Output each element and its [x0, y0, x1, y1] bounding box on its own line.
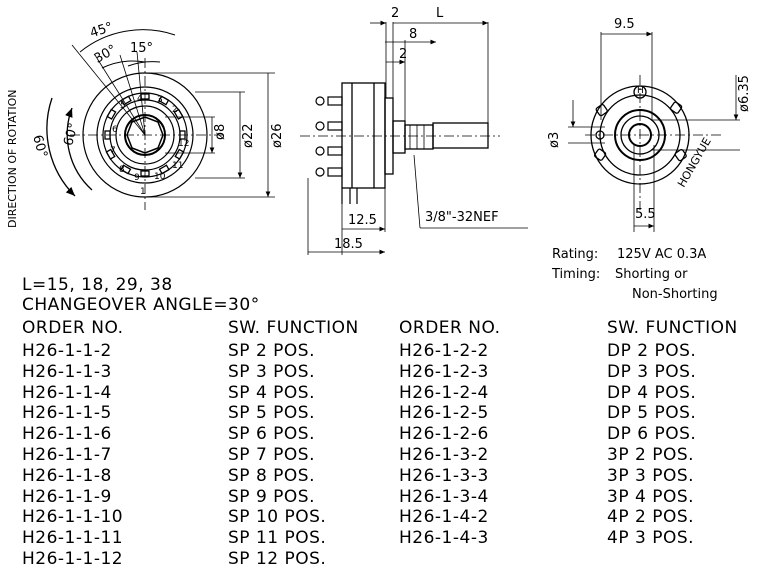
dim-dia-26: ø26: [270, 123, 285, 149]
side-view: [300, 20, 528, 255]
order-number-cell: H26-1-1-5: [22, 403, 112, 424]
header-order-no-left: ORDER NO.: [22, 318, 124, 338]
dim-12-5: 12.5: [348, 213, 377, 228]
timing-value-1: Shorting or: [615, 267, 688, 282]
dim-dia-6-35: ø6.35: [737, 75, 752, 112]
position-label-4: 4: [137, 94, 143, 104]
dim-2-mid: 2: [399, 47, 408, 62]
position-label-2: 2: [172, 105, 178, 115]
switch-function-cell: SP 9 POS.: [228, 486, 315, 507]
order-number-cell: H26-1-1-7: [22, 444, 112, 465]
thread-label: 3/8"-32NEF: [425, 210, 499, 225]
header-order-no-right: ORDER NO.: [399, 318, 501, 338]
left-function-column: SP 2 POS.SP 3 POS.SP 4 POS.SP 5 POS.SP 6…: [228, 341, 326, 570]
position-label-7: 7: [110, 146, 116, 156]
switch-function-cell: SP 11 POS.: [228, 528, 327, 549]
order-number-cell: H26-1-1-4: [22, 382, 112, 403]
switch-function-cell: SP 4 POS.: [228, 382, 315, 403]
logo-icon: H: [637, 86, 644, 96]
switch-function-cell: SP 8 POS.: [228, 465, 315, 486]
lengths-note: L=15, 18, 29, 38: [22, 275, 173, 295]
switch-function-cell: 4P 3 POS.: [607, 528, 695, 549]
dim-dia-8: ø8: [213, 123, 228, 140]
header-sw-function-left: SW. FUNCTION: [228, 318, 359, 338]
position-label-1: 1: [140, 187, 146, 197]
order-number-cell: H26-1-2-5: [399, 403, 489, 424]
order-number-cell: H26-1-3-4: [399, 486, 489, 507]
switch-function-cell: SP 10 POS.: [228, 507, 327, 528]
switch-function-cell: SP 12 POS.: [228, 548, 327, 569]
position-label-10: 10: [154, 172, 166, 182]
position-label-8: 8: [119, 165, 125, 175]
order-number-cell: H26-1-4-3: [399, 528, 489, 549]
right-function-column: DP 2 POS.DP 3 POS.DP 4 POS.DP 5 POS.DP 6…: [607, 341, 696, 549]
switch-function-cell: SP 7 POS.: [228, 444, 315, 465]
rear-view: [568, 31, 740, 232]
order-number-cell: H26-1-3-3: [399, 465, 489, 486]
order-number-cell: H26-1-2-3: [399, 361, 489, 382]
position-label-12: 12: [178, 139, 190, 149]
position-label-9: 9: [134, 173, 140, 183]
dim-dia-3: ø3: [547, 131, 562, 148]
switch-function-cell: SP 5 POS.: [228, 403, 315, 424]
order-number-cell: H26-1-1-8: [22, 465, 112, 486]
order-number-cell: H26-1-1-2: [22, 341, 112, 361]
order-number-cell: H26-1-4-2: [399, 507, 489, 528]
dim-8: 8: [409, 27, 418, 42]
position-label-11: 11: [172, 161, 184, 171]
dim-dia-22: ø22: [241, 123, 256, 149]
switch-function-cell: DP 4 POS.: [607, 382, 697, 403]
rating-label: Rating:: [552, 247, 599, 262]
order-number-cell: H26-1-1-6: [22, 424, 112, 445]
switch-function-cell: 3P 3 POS.: [607, 465, 695, 486]
switch-function-cell: SP 2 POS.: [228, 341, 315, 361]
front-view: [46, 29, 275, 210]
order-number-cell: H26-1-2-6: [399, 424, 489, 445]
switch-function-cell: SP 6 POS.: [228, 424, 315, 445]
dim-2-top: 2: [391, 6, 400, 21]
rotation-direction-label: DIRECTION OF ROTATION: [6, 89, 19, 228]
dim-5-5: 5.5: [635, 207, 656, 222]
order-number-cell: H26-1-1-10: [22, 507, 124, 528]
order-number-cell: H26-1-2-2: [399, 341, 489, 361]
switch-function-cell: DP 2 POS.: [607, 341, 697, 361]
dim-L: L: [436, 6, 444, 21]
dim-18-5: 18.5: [334, 237, 363, 252]
switch-function-cell: 3P 2 POS.: [607, 444, 695, 465]
position-label-6: 6: [112, 125, 118, 135]
order-number-cell: H26-1-1-3: [22, 361, 112, 382]
switch-function-cell: 4P 2 POS.: [607, 507, 695, 528]
switch-function-cell: DP 3 POS.: [607, 361, 697, 382]
dim-9-5: 9.5: [614, 17, 635, 32]
angle-15-label: 15°: [130, 41, 154, 56]
changeover-note: CHANGEOVER ANGLE=30°: [22, 295, 260, 315]
order-number-cell: H26-1-2-4: [399, 382, 489, 403]
switch-function-cell: DP 6 POS.: [607, 424, 697, 445]
timing-label: Timing:: [552, 267, 601, 282]
order-number-cell: H26-1-1-12: [22, 548, 124, 569]
order-number-cell: H26-1-1-9: [22, 486, 112, 507]
switch-function-cell: DP 5 POS.: [607, 403, 697, 424]
order-number-cell: H26-1-3-2: [399, 444, 489, 465]
switch-function-cell: SP 3 POS.: [228, 361, 315, 382]
header-sw-function-right: SW. FUNCTION: [607, 318, 738, 338]
rating-value: 125V AC 0.3A: [617, 247, 707, 262]
order-number-cell: H26-1-1-11: [22, 528, 124, 549]
switch-function-cell: 3P 4 POS.: [607, 486, 695, 507]
position-label-3: 3: [157, 95, 163, 105]
position-label-5: 5: [120, 101, 126, 111]
timing-value-2: Non-Shorting: [632, 287, 718, 302]
